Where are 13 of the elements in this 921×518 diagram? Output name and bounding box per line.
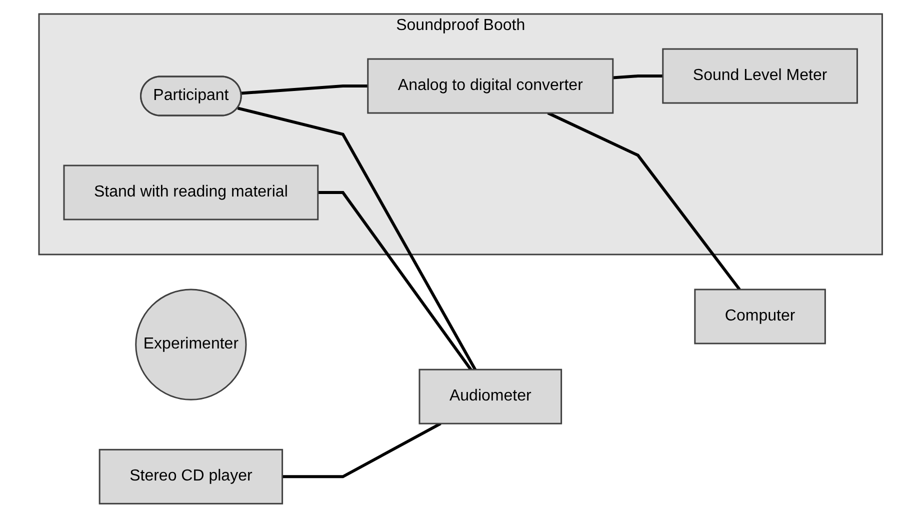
connector — [612, 74, 663, 80]
node-box: Stereo CD player — [98, 449, 283, 505]
node-box: Audiometer — [418, 369, 562, 424]
node-box: Sound Level Meter — [662, 48, 858, 104]
node-box: Analog to digital converter — [367, 58, 614, 114]
connector — [237, 106, 476, 370]
connector — [547, 112, 741, 291]
connector — [282, 422, 442, 478]
node-circle: Experimenter — [135, 288, 247, 401]
node-box: Stand with reading material — [63, 164, 319, 220]
connector — [241, 84, 368, 95]
connector — [318, 191, 472, 371]
node-box: Computer — [694, 288, 826, 344]
